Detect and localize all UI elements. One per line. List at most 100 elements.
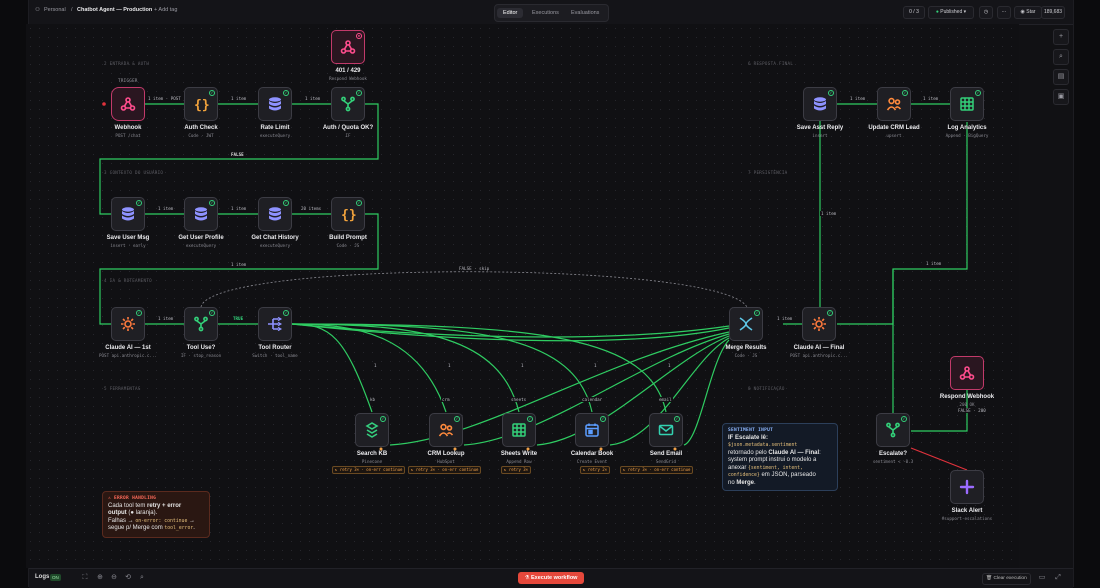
node-build-prompt[interactable]: ✓ {}	[331, 197, 365, 231]
publish-status-button[interactable]: ● Published ▾	[928, 6, 974, 19]
node-sheets-write[interactable]: ✓	[502, 413, 536, 447]
node-respond-401[interactable]: ●	[331, 30, 365, 64]
github-icon: ◉	[1020, 9, 1025, 15]
success-check-icon: ✓	[209, 200, 215, 206]
edge-label: 1 item	[820, 211, 838, 216]
tab-executions[interactable]: Executions	[532, 10, 559, 16]
tab-evaluations[interactable]: Evaluations	[571, 10, 600, 16]
note-line: segue p/ Merge com tool_error.	[108, 525, 195, 531]
edge-label-true: TRUE	[232, 316, 245, 321]
sheets-grid-icon	[960, 97, 974, 111]
tab-editor[interactable]: Editor	[497, 8, 524, 18]
edge-label: 1 item	[304, 96, 322, 101]
success-check-icon: ✓	[828, 90, 834, 96]
success-check-icon: ✓	[527, 416, 533, 422]
node-respond-webhook[interactable]	[950, 356, 984, 390]
error-handling-note[interactable]: ⚠ ERROR HANDLING Cada tool tem retry + e…	[102, 491, 210, 538]
reset-zoom-icon[interactable]: ⟲	[125, 574, 131, 581]
edge-label-false-200: FALSE · 200	[957, 408, 987, 413]
edge-label: 1 item	[230, 96, 248, 101]
fit-view-icon[interactable]: ⛶	[82, 574, 88, 581]
node-escalate[interactable]: ✓	[876, 413, 910, 447]
edge-label-kb: kb	[369, 397, 377, 402]
retry-badge: ↻ retry 3× · on-err continue	[408, 466, 482, 474]
layout-icon[interactable]: ▣	[1053, 89, 1069, 105]
node-claude-final[interactable]: ✓	[802, 307, 836, 341]
node-get-user-profile[interactable]: ✓	[184, 197, 218, 231]
success-check-icon: ✓	[136, 310, 142, 316]
edge-label-skip: FALSE · skip	[458, 266, 491, 271]
node-auth-quota[interactable]: ✓	[331, 87, 365, 121]
node-slack-alert[interactable]	[950, 470, 984, 504]
node-title: Rate Limit	[260, 125, 290, 131]
node-subtitle: POST /chat	[115, 133, 141, 138]
expand-icon[interactable]: ⤢	[1055, 574, 1061, 581]
edge-label: 1	[667, 363, 672, 368]
node-update-crm-lead[interactable]: ✓	[877, 87, 911, 121]
node-tool-use[interactable]: ✓	[184, 307, 218, 341]
node-title: Respond Webhook	[939, 394, 995, 400]
logs-toggle[interactable]: Logs	[35, 574, 50, 580]
node-auth-check[interactable]: ✓ {}	[184, 87, 218, 121]
github-star-button[interactable]: ◉ Star	[1014, 6, 1042, 19]
view-tabs: Editor Executions Evaluations	[494, 4, 609, 22]
zoom-in-icon[interactable]: ⊕	[97, 574, 103, 581]
breadcrumb-workspace[interactable]: Personal	[44, 7, 66, 13]
more-options-icon[interactable]: ⋯	[997, 6, 1011, 19]
edge-label-email: email	[658, 397, 673, 402]
history-icon[interactable]: ◷	[979, 6, 993, 19]
edge-label: 20 items	[300, 206, 323, 211]
sentiment-input-note[interactable]: SENTIMENT INPUT IF Escalate lê: $json.me…	[722, 423, 838, 491]
users-icon	[886, 97, 902, 111]
node-subtitle: Code · JS	[336, 243, 360, 248]
node-webhook[interactable]	[111, 87, 145, 121]
node-subtitle: Append Row	[506, 459, 532, 464]
calendar-icon	[585, 423, 599, 437]
note-line: anexar {sentiment, intent,	[728, 464, 803, 471]
mail-icon	[658, 424, 674, 436]
clear-execution-button[interactable]: 🗑 Clear execution	[982, 573, 1031, 585]
note-line: system prompt instrui o modelo a	[728, 457, 817, 463]
node-title: Sheets Write	[500, 451, 538, 457]
tidy-up-icon[interactable]: ⌕	[140, 574, 144, 581]
node-crm-lookup[interactable]: ✓	[429, 413, 463, 447]
node-claude-1st[interactable]: ✓	[111, 307, 145, 341]
execute-workflow-button[interactable]: ⚗ Execute workflow	[518, 572, 584, 584]
star-count: 189,683	[1041, 6, 1065, 19]
node-search-icon[interactable]: ⌕	[1053, 49, 1069, 65]
success-check-icon: ✓	[380, 416, 386, 422]
node-tool-router[interactable]: ✓	[258, 307, 292, 341]
node-log-analytics[interactable]: ✓	[950, 87, 984, 121]
node-send-email[interactable]: ✓	[649, 413, 683, 447]
node-search-kb[interactable]: ✓	[355, 413, 389, 447]
node-rate-limit[interactable]: ✓	[258, 87, 292, 121]
node-subtitle: executeQuery	[185, 243, 217, 248]
node-save-user-msg[interactable]: ✓	[111, 197, 145, 231]
edge-label-false: FALSE	[230, 152, 245, 157]
notes-icon[interactable]: ▤	[1053, 69, 1069, 85]
zoom-out-icon[interactable]: ⊖	[111, 574, 117, 581]
node-calendar-book[interactable]: ✓	[575, 413, 609, 447]
section-entrada: 2 ENTRADA & AUTH	[104, 61, 150, 66]
workflow-canvas[interactable]	[26, 24, 1019, 568]
success-check-icon: ✓	[975, 90, 981, 96]
svg-text:{}: {}	[341, 208, 356, 222]
success-check-icon: ✓	[136, 200, 142, 206]
node-title: Save User Msg	[106, 235, 150, 241]
webhook-icon	[120, 97, 136, 111]
node-subtitle: IF · stop_reason	[180, 353, 222, 358]
edge-label: 1	[520, 363, 525, 368]
node-merge-results[interactable]: ✓	[729, 307, 763, 341]
node-save-asst-reply[interactable]: ✓	[803, 87, 837, 121]
node-get-chat-history[interactable]: ✓	[258, 197, 292, 231]
workflow-name[interactable]: Chatbot Agent — Production	[77, 7, 153, 13]
execution-counter: 0 / 3	[903, 6, 925, 19]
success-check-icon: ✓	[901, 416, 907, 422]
node-subtitle: Code · JWT	[188, 133, 214, 138]
code-icon: {}	[194, 98, 209, 112]
collapse-icon[interactable]: ▭	[1038, 574, 1046, 581]
add-tag-link[interactable]: + Add tag	[154, 7, 178, 13]
database-icon	[269, 207, 281, 221]
node-subtitle: POST api.anthropic.c...	[99, 353, 157, 358]
add-node-icon[interactable]: +	[1053, 29, 1069, 45]
